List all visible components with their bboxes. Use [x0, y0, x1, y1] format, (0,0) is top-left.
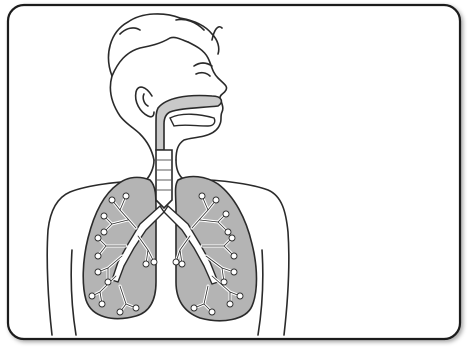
oral-cavity — [170, 114, 215, 126]
trachea — [156, 150, 172, 208]
